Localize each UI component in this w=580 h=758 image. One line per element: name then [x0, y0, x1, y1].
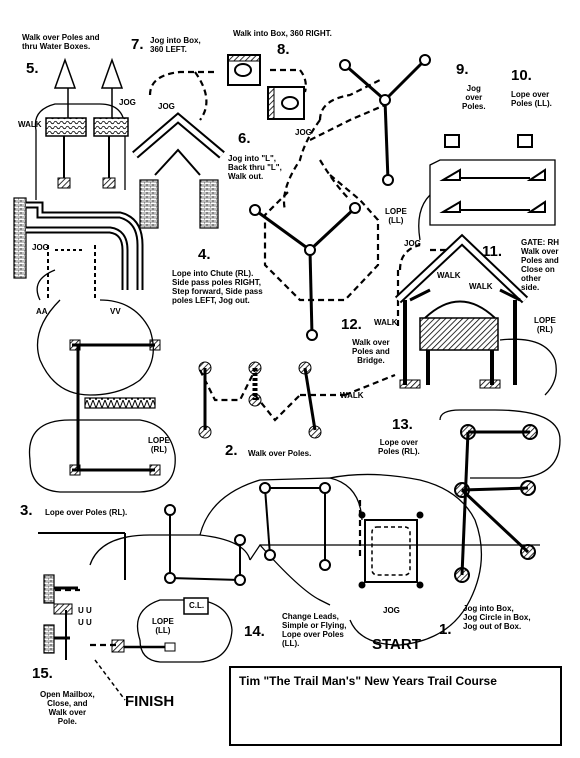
walk-mark-11a: WALK [437, 271, 461, 280]
walk-mark-2: WALK [340, 391, 364, 400]
finish-label: FINISH [125, 693, 175, 710]
lope-poles-10 [439, 134, 546, 213]
obstacle-2-text: Walk over Poles. [248, 449, 312, 458]
walk-mark-5: WALK [18, 120, 42, 129]
box-obstacle-8 [227, 54, 305, 120]
solid-riding-path [28, 103, 561, 663]
jog-mark-1: JOG [383, 606, 400, 615]
obstacle-4-text: Lope into Chute (RL).Side pass poles RIG… [172, 269, 263, 305]
pole-obstacle-6-9 [254, 58, 427, 336]
obstacle-7-text: Jog into Box,360 LEFT. [150, 36, 201, 54]
obstacle-1-text: Jog into Box,Jog Circle in Box,Jog out o… [463, 604, 531, 631]
lope-poles-3 [38, 339, 161, 580]
lope-mark-11: LOPE(RL) [534, 316, 556, 334]
mailbox-obstacle [43, 574, 209, 701]
gate-bridge-obstacle [394, 233, 529, 389]
obstacle-8-number: 8. [277, 41, 290, 58]
obstacle-10-number: 10. [511, 67, 532, 84]
chute-obstacle [13, 197, 144, 300]
obstacle-11-number: 11. [482, 243, 503, 260]
lope-mark-3: LOPE(RL) [148, 436, 170, 454]
obstacle-1-number: 1. [439, 621, 452, 638]
obstacle-3-number: 3. [20, 502, 33, 519]
obstacle-8-text: Walk into Box, 360 RIGHT. [233, 29, 332, 38]
jog-box-obstacle [358, 511, 424, 589]
obstacle-12-number: 12. [341, 316, 362, 333]
obstacle-7-number: 7. [131, 36, 144, 53]
obstacle-15-number: 15. [32, 665, 53, 682]
jog-mark-4: JOG [32, 243, 49, 252]
obstacle-3-text: Lope over Poles (RL). [45, 508, 128, 517]
walk-mark-11b: WALK [469, 282, 493, 291]
lope-mark-14: LOPE(LL) [152, 617, 174, 635]
jog-mark-7: JOG [158, 102, 175, 111]
lope-poles-14 [164, 482, 331, 586]
obstacle-6-text: Jog into "L",Back thru "L",Walk out. [228, 154, 282, 181]
title-box: Tim "The Trail Man's" New Years Trail Co… [229, 666, 562, 746]
obstacle-9-number: 9. [456, 61, 469, 78]
lope-mark-9: LOPE(LL) [385, 207, 407, 225]
obstacle-2-number: 2. [225, 442, 238, 459]
obstacle-6-number: 6. [238, 130, 251, 147]
water-box-obstacle [45, 57, 129, 189]
jog-mark-6: JOG [295, 128, 312, 137]
obstacle-14-text: Change Leads,Simple or Flying,Lope over … [282, 612, 347, 648]
start-label: START [372, 636, 421, 653]
obstacle-14-number: 14. [244, 623, 265, 640]
vv-mark: VV [110, 307, 121, 316]
jog-mark-11: JOG [404, 239, 421, 248]
uu-mark-1: U U [78, 606, 92, 615]
barn-obstacle-7 [132, 112, 225, 229]
walk-poles-2 [198, 361, 322, 439]
course-title: Tim "The Trail Man's" New Years Trail Co… [239, 674, 497, 688]
lope-poles-13-markers [454, 424, 538, 583]
jog-mark-5: JOG [119, 98, 136, 107]
cl-mark: C.L. [189, 601, 205, 610]
obstacle-5-number: 5. [26, 60, 39, 77]
walk-mark-12: WALK [374, 318, 398, 327]
aa-mark: AA [36, 307, 48, 316]
lope-poles-13 [460, 430, 530, 576]
obstacle-13-number: 13. [392, 416, 413, 433]
obstacle-4-number: 4. [198, 246, 211, 263]
pole-markers [249, 54, 431, 341]
uu-mark-2: U U [78, 618, 92, 627]
dashed-riding-path [45, 68, 460, 647]
